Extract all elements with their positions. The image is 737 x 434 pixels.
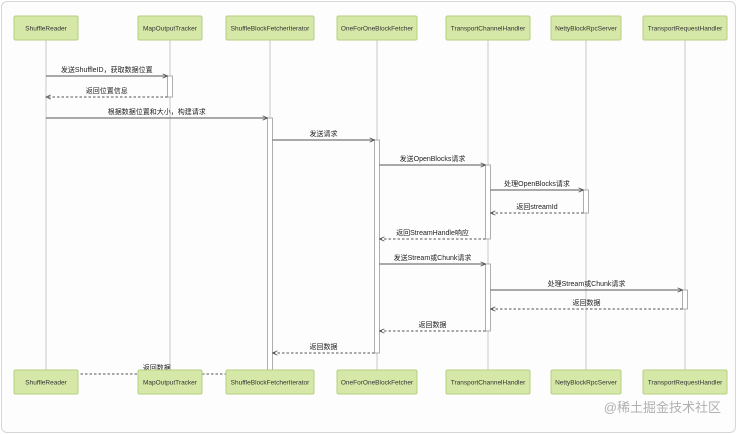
actor-oofbf-bottom: OneForOneBlockFetcher xyxy=(336,369,418,395)
message-label: 返回streamId xyxy=(516,203,557,211)
actor-box xyxy=(336,15,418,41)
actor-label: TransportRequestHandler xyxy=(648,379,723,386)
actor-box xyxy=(336,369,418,395)
actor-box xyxy=(225,369,315,395)
actor-mot-bottom: MapOutputTracker xyxy=(137,369,203,395)
actor-label: MapOutputTracker xyxy=(143,379,198,386)
watermark: @稀土掘金技术社区 xyxy=(603,400,721,415)
actor-label: ShuffleBlockFetcherIterator xyxy=(231,379,310,386)
message-call: 处理Stream或Chunk请求 xyxy=(490,279,683,290)
actor-box xyxy=(642,15,728,41)
actor-sr-bottom: ShuffleReader xyxy=(13,369,79,395)
activation-trh xyxy=(682,289,688,310)
actor-label: NettyBlockRpcServer xyxy=(555,25,618,32)
actor-label: TransportChannelHandler xyxy=(451,379,526,386)
message-call: 处理OpenBlocks请求 xyxy=(490,179,584,190)
actor-label: TransportChannelHandler xyxy=(451,25,526,32)
actor-sbfi-bottom: ShuffleBlockFetcherIterator xyxy=(225,369,315,395)
actor-label: ShuffleBlockFetcherIterator xyxy=(231,25,310,32)
actor-mot-top: MapOutputTracker xyxy=(137,15,203,41)
actor-tch-bottom: TransportChannelHandler xyxy=(445,369,531,395)
actor-label: ShuffleReader xyxy=(25,379,67,386)
actor-trh-bottom: TransportRequestHandler xyxy=(642,369,728,395)
actor-box xyxy=(550,369,622,395)
message-call: 发送Stream或Chunk请求 xyxy=(379,253,486,264)
actor-nbrs-top: NettyBlockRpcServer xyxy=(550,15,622,41)
activation-tch xyxy=(485,164,491,240)
message-call: 发送ShuffleID，获取数据位置 xyxy=(46,65,168,76)
actor-sr-top: ShuffleReader xyxy=(13,15,79,41)
message-label: 发送OpenBlocks请求 xyxy=(400,154,466,163)
activation-tch xyxy=(485,263,491,332)
message-return: 返回数据 xyxy=(380,320,486,331)
message-label: 发送请求 xyxy=(310,129,338,138)
message-call: 发送OpenBlocks请求 xyxy=(379,154,486,165)
actor-trh-top: TransportRequestHandler xyxy=(642,15,728,41)
actor-label: MapOutputTracker xyxy=(143,25,198,32)
message-label: 发送Stream或Chunk请求 xyxy=(394,253,472,262)
message-return: 返回streamId xyxy=(491,203,584,213)
actor-label: ShuffleReader xyxy=(25,25,67,32)
actor-box xyxy=(13,15,79,41)
message-label: 处理OpenBlocks请求 xyxy=(504,179,570,188)
actor-label: TransportRequestHandler xyxy=(648,25,723,32)
message-return: 返回位置信息 xyxy=(46,86,168,97)
message-label: 发送ShuffleID，获取数据位置 xyxy=(61,65,153,74)
activation-oofbf xyxy=(374,139,380,354)
actor-oofbf-top: OneForOneBlockFetcher xyxy=(336,15,418,41)
message-label: 返回数据 xyxy=(310,342,338,351)
activation-sbfi xyxy=(267,117,273,375)
actor-tch-top: TransportChannelHandler xyxy=(445,15,531,41)
actor-box xyxy=(137,15,203,41)
message-label: 返回位置信息 xyxy=(86,86,128,95)
message-label: 返回StreamHandle响应 xyxy=(396,228,469,237)
message-return: 返回数据 xyxy=(273,342,375,353)
actor-box xyxy=(137,369,203,395)
message-label: 返回数据 xyxy=(419,320,447,329)
actor-label: OneForOneBlockFetcher xyxy=(341,379,414,386)
message-label: 返回数据 xyxy=(143,363,171,372)
message-label: 返回数据 xyxy=(573,298,601,307)
activation-nbrs xyxy=(583,189,589,214)
message-label: 处理Stream或Chunk请求 xyxy=(548,279,626,288)
message-call: 根据数据位置和大小，构建请求 xyxy=(46,107,268,118)
actor-box xyxy=(225,15,315,41)
actor-nbrs-bottom: NettyBlockRpcServer xyxy=(550,369,622,395)
actor-box xyxy=(13,369,79,395)
actor-box xyxy=(445,369,531,395)
activation-mot xyxy=(167,75,173,98)
message-return: 返回StreamHandle响应 xyxy=(380,228,486,239)
actor-label: NettyBlockRpcServer xyxy=(555,379,618,386)
actor-box xyxy=(445,15,531,41)
message-call: 发送请求 xyxy=(272,129,375,140)
message-return: 返回数据 xyxy=(491,298,683,309)
message-label: 根据数据位置和大小，构建请求 xyxy=(108,107,206,116)
actor-box xyxy=(550,15,622,41)
actor-box xyxy=(642,369,728,395)
actor-sbfi-top: ShuffleBlockFetcherIterator xyxy=(225,15,315,41)
actor-label: OneForOneBlockFetcher xyxy=(341,25,414,32)
